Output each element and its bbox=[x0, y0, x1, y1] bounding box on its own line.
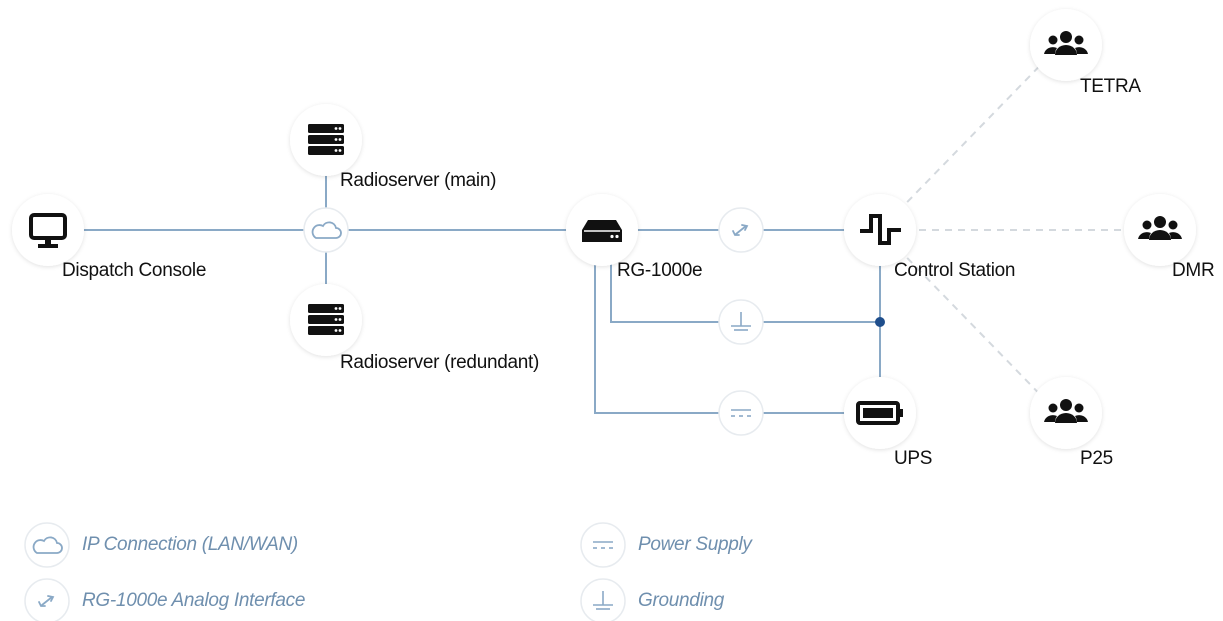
legend-grounding-icon bbox=[580, 578, 626, 621]
control-station-node[interactable] bbox=[844, 194, 916, 266]
dmr-label: DMR bbox=[1172, 260, 1215, 281]
legend-power-icon bbox=[580, 522, 626, 568]
monitor-icon bbox=[29, 213, 67, 248]
ground-icon bbox=[731, 312, 751, 331]
radioserver-main-node[interactable] bbox=[290, 104, 362, 176]
dc-power-icon bbox=[731, 409, 751, 417]
p25-node[interactable] bbox=[1030, 377, 1102, 449]
legend-ip-label: IP Connection (LAN/WAN) bbox=[82, 534, 298, 555]
tetra-label: TETRA bbox=[1080, 76, 1141, 97]
radioserver-main-label: Radioserver (main) bbox=[340, 170, 497, 191]
radio-links bbox=[879, 44, 1160, 416]
gateway-device-icon bbox=[582, 220, 622, 242]
users-group-icon bbox=[1138, 216, 1182, 240]
arrows-exchange-icon bbox=[732, 224, 749, 236]
link-grounding bbox=[610, 252, 880, 323]
cloud-icon bbox=[32, 536, 63, 554]
ups-node[interactable] bbox=[844, 377, 916, 449]
dmr-node[interactable] bbox=[1124, 194, 1196, 266]
dc-power-icon bbox=[593, 541, 613, 549]
legend-power-label: Power Supply bbox=[638, 534, 752, 555]
users-group-icon bbox=[1044, 31, 1088, 55]
legend-ip-icon bbox=[24, 522, 70, 568]
cloud-badge bbox=[303, 207, 349, 253]
link-power bbox=[594, 252, 880, 414]
users-group-icon bbox=[1044, 399, 1088, 423]
rg1000e-node[interactable] bbox=[566, 194, 638, 266]
radioserver-redundant-label: Radioserver (redundant) bbox=[340, 352, 540, 373]
junction-dot bbox=[875, 317, 885, 327]
tetra-node[interactable] bbox=[1030, 9, 1102, 81]
legend-analog-icon bbox=[24, 578, 70, 621]
ground-icon bbox=[593, 591, 613, 610]
battery-icon bbox=[856, 401, 903, 425]
server-icon bbox=[308, 304, 344, 335]
radioserver-redundant-node[interactable] bbox=[290, 284, 362, 356]
server-icon bbox=[308, 124, 344, 155]
p25-label: P25 bbox=[1080, 448, 1113, 469]
rg1000e-label: RG-1000e bbox=[617, 260, 703, 281]
legend-grounding-label: Grounding bbox=[638, 590, 725, 611]
control-station-label: Control Station bbox=[894, 260, 1016, 281]
arrows-exchange-icon bbox=[38, 595, 55, 607]
legend-analog-label: RG-1000e Analog Interface bbox=[82, 590, 306, 611]
analog-badge bbox=[718, 207, 764, 253]
power-badge bbox=[718, 390, 764, 436]
link-tetra bbox=[879, 44, 1061, 231]
signal-wave-icon bbox=[860, 214, 901, 245]
ups-label: UPS bbox=[894, 448, 933, 469]
cloud-icon bbox=[311, 221, 342, 239]
dispatch-console-label: Dispatch Console bbox=[62, 260, 207, 281]
dispatch-console-node[interactable] bbox=[12, 194, 84, 266]
grounding-badge bbox=[718, 299, 764, 345]
link-p25 bbox=[879, 229, 1061, 416]
